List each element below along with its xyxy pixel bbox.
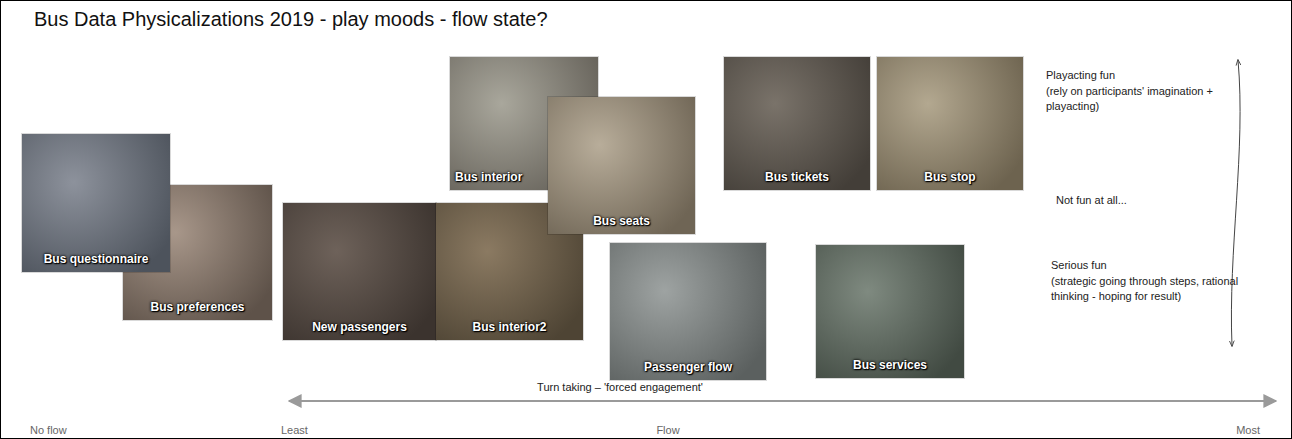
- annotation-note: Playacting fun: [1046, 68, 1228, 83]
- photo-tile: Bus questionnaire: [22, 134, 170, 272]
- photo-caption: Bus stop: [877, 170, 1023, 184]
- photo-caption: Bus preferences: [123, 300, 272, 314]
- annotation-note: (strategic going through steps, rational…: [1051, 274, 1251, 304]
- photo-caption: Bus services: [816, 358, 964, 372]
- axis-label: Flow: [608, 423, 728, 438]
- photo-caption: Bus questionnaire: [22, 252, 170, 266]
- photo-tile: Passenger flow: [610, 243, 766, 380]
- photo-caption: New passengers: [283, 320, 436, 334]
- mood-axis-arrow: [1231, 60, 1240, 346]
- photo-tile: Bus stop: [877, 57, 1023, 190]
- flow-axis-arrow: [289, 400, 1276, 402]
- diagram-title: Bus Data Physicalizations 2019 - play mo…: [34, 8, 548, 31]
- photo-caption: Bus seats: [548, 214, 695, 228]
- annotation-note: Turn taking – 'forced engagement': [470, 380, 770, 395]
- annotation-note: (rely on participants' imagination + pla…: [1046, 84, 1228, 114]
- axis-label: No flow: [30, 423, 150, 438]
- annotation-note: Not fun at all...: [1056, 193, 1206, 208]
- photo-caption: Bus tickets: [724, 170, 870, 184]
- photo-tile: New passengers: [283, 203, 436, 340]
- photo-caption: Bus interior2: [436, 320, 583, 334]
- photo-tile: Bus seats: [548, 97, 695, 234]
- annotation-note: Serious fun: [1051, 258, 1231, 273]
- photo-tile: Bus tickets: [724, 57, 870, 190]
- photo-tile: Bus services: [816, 245, 964, 378]
- photo-caption: Passenger flow: [610, 360, 766, 374]
- axis-label: Most: [1160, 423, 1260, 438]
- axis-label: Least: [281, 423, 401, 438]
